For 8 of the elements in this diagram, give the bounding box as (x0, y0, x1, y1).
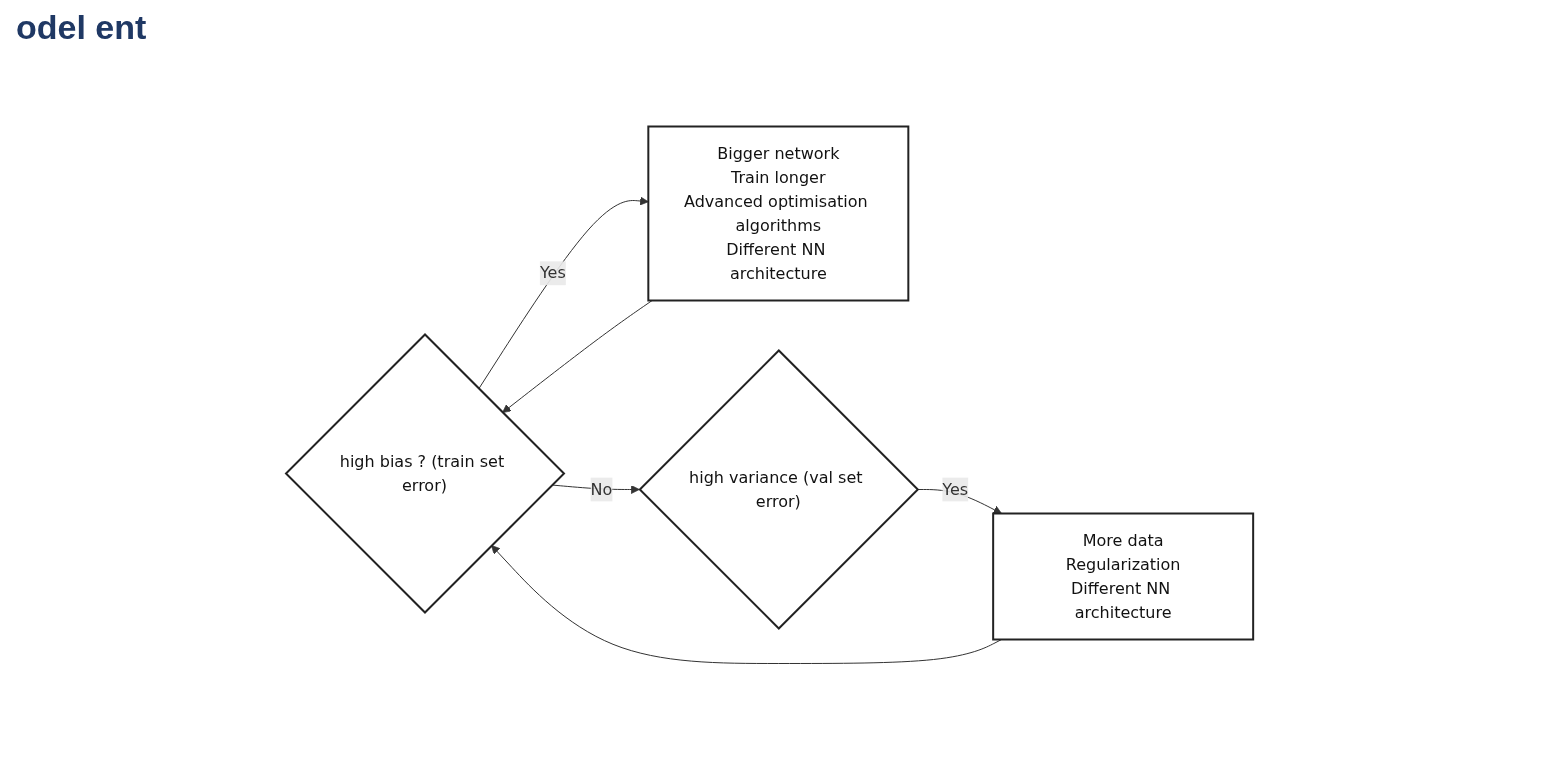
node-diamond: high variance (val set error) (638, 349, 920, 630)
edge-label: No (590, 479, 613, 499)
edge-label: Yes (942, 479, 969, 499)
edge-label: Yes (540, 263, 567, 283)
node-box: More data Regularization Different NN architecture (992, 512, 1255, 641)
title: odel ent (16, 8, 148, 47)
node-box: Bigger network Train longer Advanced optimisation algorithms Different NN architecture (647, 125, 910, 302)
node-diamond: high bias ? (train set error) (285, 333, 566, 614)
